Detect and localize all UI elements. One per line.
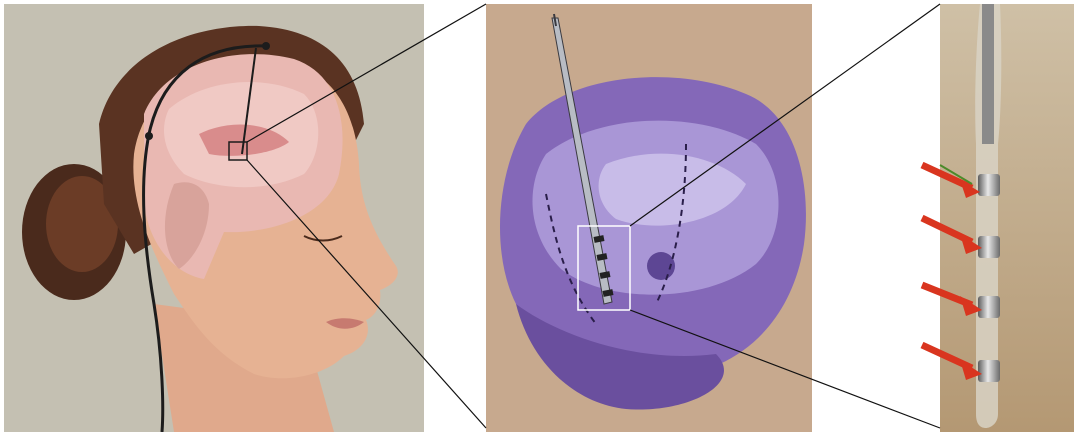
head-cutaway-panel [4, 4, 424, 432]
electrode-photo [940, 4, 1074, 432]
electrode-photo-panel: 3 2 1 0 [940, 4, 1074, 432]
head-illustration [4, 4, 424, 432]
brain-illustration [486, 4, 812, 432]
brain-illustration-panel [486, 4, 812, 432]
